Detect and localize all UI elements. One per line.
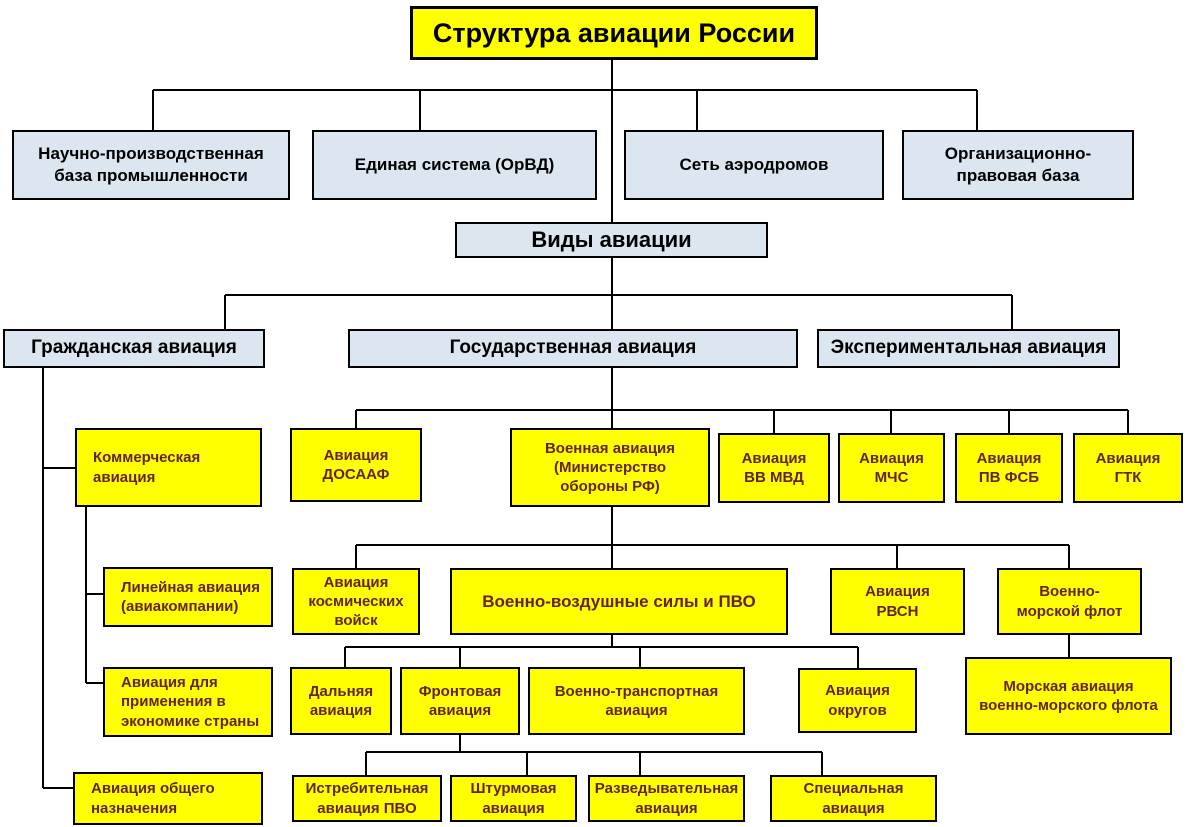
node-economy-aviation: Авиация для применения в экономике стран… bbox=[103, 667, 273, 737]
node-dosaaf-aviation: Авиация ДОСААФ bbox=[290, 428, 422, 502]
node-mchs-aviation: Авиация МЧС bbox=[838, 433, 945, 503]
node-long-range-aviation: Дальняя авиация bbox=[290, 667, 392, 735]
node-vv-mvd-aviation: Авиация ВВ МВД bbox=[718, 433, 830, 503]
node-rvsn-aviation: Авиация РВСН bbox=[830, 568, 965, 635]
node-fighter-pvo-aviation: Истребительная авиация ПВО bbox=[292, 775, 442, 822]
node-civil-aviation: Гражданская авиация bbox=[3, 329, 265, 368]
node-experimental-aviation: Экспериментальная авиация bbox=[817, 329, 1120, 368]
node-navy: Военно- морской флот bbox=[997, 568, 1142, 635]
node-aerodrome-network: Сеть аэродромов bbox=[624, 130, 884, 200]
node-aviation-types: Виды авиации bbox=[455, 222, 768, 258]
node-space-forces-aviation: Авиация космических войск bbox=[292, 568, 420, 635]
node-gtk-aviation: Авиация ГТК bbox=[1073, 433, 1183, 503]
node-frontline-aviation: Фронтовая авиация bbox=[400, 667, 520, 735]
node-recon-aviation: Разведывательная авиация bbox=[588, 775, 745, 822]
node-legal-base: Организационно- правовая база bbox=[902, 130, 1134, 200]
node-linear-aviation: Линейная авиация (авиакомпании) bbox=[103, 567, 273, 627]
node-districts-aviation: Авиация округов bbox=[798, 668, 917, 733]
node-naval-aviation: Морская авиация военно-морского флота bbox=[965, 657, 1172, 735]
node-general-purpose-aviation: Авиация общего назначения bbox=[73, 772, 263, 825]
node-state-aviation: Государственная авиация bbox=[348, 329, 798, 368]
node-unified-system: Единая система (ОрВД) bbox=[312, 130, 597, 200]
node-commercial-aviation: Коммерческая авиация bbox=[75, 428, 262, 507]
node-military-aviation: Военная авиация (Министерство обороны РФ… bbox=[510, 428, 710, 507]
node-special-aviation: Специальная авиация bbox=[770, 775, 937, 822]
node-transport-aviation: Военно-транспортная авиация bbox=[528, 667, 745, 735]
node-diagram-title: Структура авиации России bbox=[410, 6, 818, 60]
node-pv-fsb-aviation: Авиация ПВ ФСБ bbox=[955, 433, 1063, 503]
node-assault-aviation: Штурмовая авиация bbox=[450, 775, 577, 822]
node-industry-base: Научно-производственная база промышленно… bbox=[12, 130, 290, 200]
node-air-force-pvo: Военно-воздушные силы и ПВО bbox=[450, 568, 788, 635]
